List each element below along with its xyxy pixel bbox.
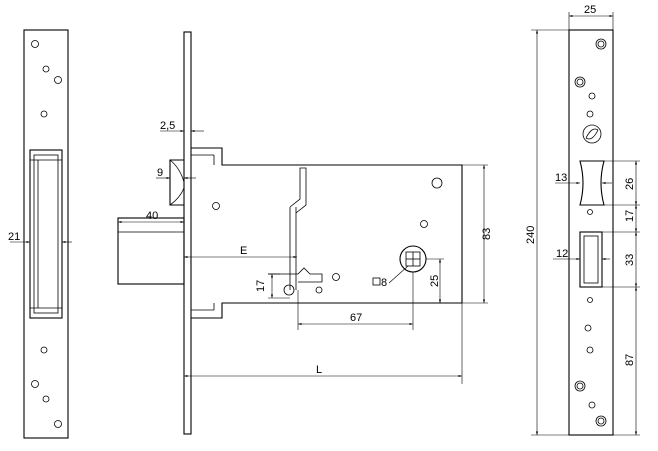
key-mechanism [268,267,323,283]
dim-25-mid-label: 25 [429,275,441,287]
dim-12-label: 12 [556,248,568,260]
screw-hole [587,209,593,215]
screw-hole [40,110,48,118]
dim-17-right-label: 17 [624,210,636,222]
square-spindle-symbol [372,277,381,286]
strike-opening-inner [33,154,59,314]
rivet [420,220,428,228]
brand-logo [582,124,602,144]
lock-front-view: 25 240 13 26 17 33 87 12 [525,4,640,436]
latch-bolt [169,159,184,206]
screw-hole-inner [597,417,605,425]
rivet [315,286,323,294]
dim-8-leader [388,265,409,284]
rivet [332,273,340,281]
dim-21-label: 21 [8,231,20,243]
dim-l-label: L [316,364,322,376]
faceplate [183,31,192,435]
deadbolt [117,217,185,285]
screw-hole-inner [576,382,584,390]
dim-9-label: 9 [157,167,163,179]
dim-2-5-label: 2,5 [160,120,175,132]
latch-lever [289,167,307,290]
dim-40-label: 40 [146,210,158,222]
dim-17-left-label: 17 [255,280,267,292]
strike-plate-outline [23,29,69,439]
screw-hole [586,346,594,354]
lock-case [191,147,463,319]
strike-plate-view: 21 [8,29,72,439]
screw-hole [595,38,607,50]
deadbolt-opening [579,231,603,288]
dim-e-label: E [240,245,247,257]
deadbolt-opening-inner [583,235,599,284]
dim-13-label: 13 [555,172,567,184]
screw-hole-inner [576,78,584,86]
latch-bevel [169,187,185,206]
screw-hole [588,401,596,409]
dim-26-label: 26 [624,178,636,190]
screw-hole [40,346,48,354]
dim-240-label: 240 [525,226,537,244]
screw-hole-inner [597,40,605,48]
dim-33-label: 33 [624,254,636,266]
screw-hole [42,65,50,73]
screw-hole [574,76,586,88]
strike-opening [29,149,63,319]
screw-hole [586,110,594,118]
lock-side-view: 2,5 9 40 E 17 67 8 25 83 [117,31,493,435]
screw-hole [31,40,39,48]
rivet [212,202,220,210]
dim-25-top-label: 25 [584,4,596,16]
front-plate-outline [568,29,614,436]
screw-hole [588,92,596,100]
cylinder-pin [283,284,295,296]
dim-8-label: 8 [381,277,387,289]
latch-opening [579,160,605,206]
latch-bevel [169,159,185,183]
dim-67-label: 67 [350,312,362,324]
screw-hole [574,380,586,392]
screw-hole [54,420,62,428]
dim-87-label: 87 [624,354,636,366]
screw-hole [54,76,62,84]
screw-hole [595,415,607,427]
dim-83-label: 83 [481,228,493,240]
screw-hole [584,324,592,332]
rivet [431,177,443,189]
screw-hole [42,395,50,403]
screw-hole [587,297,593,303]
screw-hole [31,380,39,388]
brand-logo-mark [585,128,599,140]
